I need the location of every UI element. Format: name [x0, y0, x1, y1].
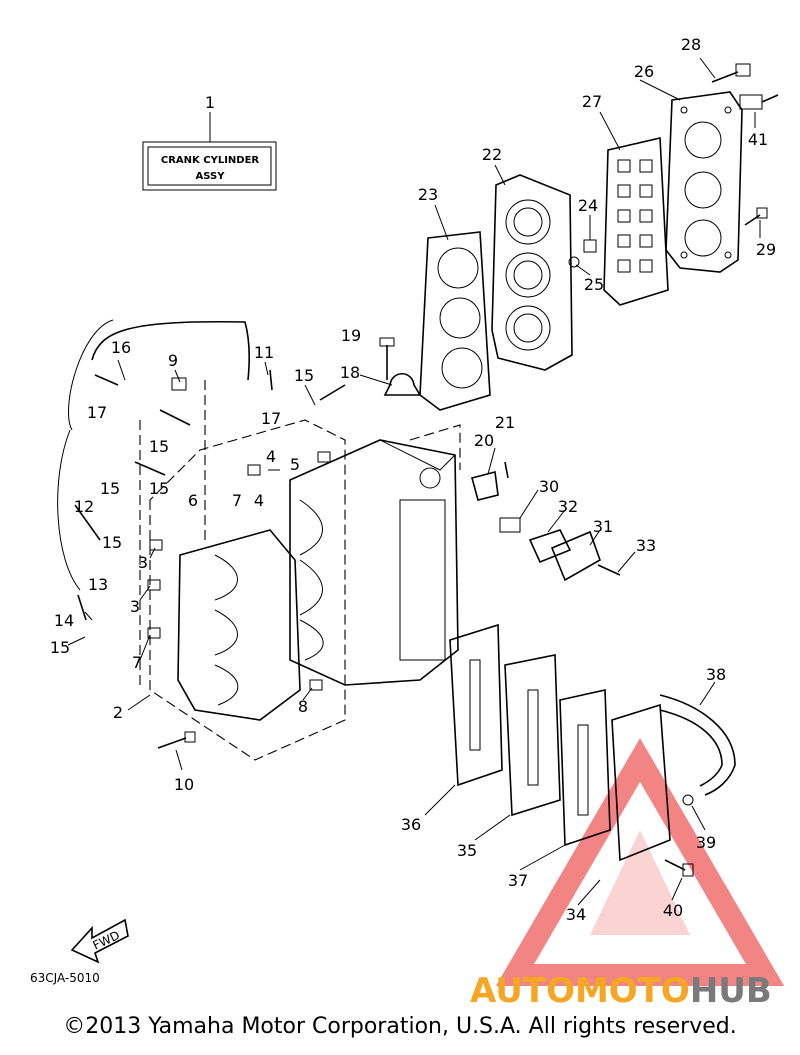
callout-30: 30: [539, 477, 559, 496]
callout-17b: 17: [261, 409, 281, 428]
fwd-arrow: FWD: [70, 918, 129, 964]
clamp-18: [379, 337, 422, 396]
callout-16: 16: [111, 338, 131, 357]
callout-4b: 4: [254, 491, 264, 510]
callout-15e: 15: [102, 533, 122, 552]
callout-21: 21: [495, 413, 515, 432]
box-label-line1: CRANK CYLINDER: [161, 155, 260, 166]
callout-3b: 3: [130, 597, 140, 616]
callout-14: 14: [54, 611, 74, 630]
callout-13: 13: [88, 575, 108, 594]
callout-39: 39: [696, 833, 716, 852]
svg-text:AUTOMOTOHUB: AUTOMOTOHUB: [470, 971, 772, 1011]
callout-10: 10: [174, 775, 194, 794]
bolt-29: [744, 207, 768, 226]
callout-35: 35: [457, 841, 477, 860]
callout-2: 2: [113, 703, 123, 722]
callout-38: 38: [706, 665, 726, 684]
callout-31: 31: [593, 517, 613, 536]
callout-12: 12: [74, 497, 94, 516]
callout-41: 41: [748, 130, 768, 149]
callout-28: 28: [681, 35, 701, 54]
logo-part1: AUTOMOTO: [470, 971, 690, 1011]
callout-15c: 15: [149, 479, 169, 498]
callout-6: 6: [188, 491, 198, 510]
callout-18: 18: [340, 363, 360, 382]
callout-36: 36: [401, 815, 421, 834]
callout-11: 11: [254, 343, 274, 362]
cover-gasket: [603, 137, 669, 306]
callout-26: 26: [634, 62, 654, 81]
cylinder-block: [289, 439, 459, 686]
callout-8: 8: [298, 697, 308, 716]
cylinder-head: [491, 174, 573, 371]
callout-20: 20: [474, 431, 494, 450]
crankcase: [177, 529, 301, 721]
callout-5: 5: [290, 455, 300, 474]
callout-27: 27: [582, 92, 602, 111]
callout-19: 19: [341, 326, 361, 345]
cylinder-head-cover: [665, 91, 743, 273]
callout-22: 22: [482, 145, 502, 164]
callout-32: 32: [558, 497, 578, 516]
callout-40: 40: [663, 901, 683, 920]
bolt-28: [711, 63, 751, 83]
callout-33: 33: [636, 536, 656, 555]
callout-29: 29: [756, 240, 776, 259]
callout-numbers: 1 2 3 3 4 4 5 6 7 7 8 9 10 11 12 13 14 1…: [50, 35, 776, 924]
plug-24-25: [568, 239, 597, 268]
callout-24: 24: [578, 196, 598, 215]
callout-15f: 15: [50, 638, 70, 657]
exhaust-plates: [449, 623, 671, 862]
callout-7b: 7: [132, 653, 142, 672]
callout-15b: 15: [149, 437, 169, 456]
automotohub-logo: AUTOMOTOHUB: [470, 971, 772, 1011]
callout-23: 23: [418, 185, 438, 204]
callout-15a: 15: [294, 366, 314, 385]
callout-1: 1: [205, 93, 215, 112]
head-gasket: [419, 231, 491, 411]
crank-cylinder-assy-box: CRANK CYLINDER ASSY: [142, 112, 277, 191]
hose-38: [659, 694, 736, 806]
logo-part2: HUB: [690, 971, 772, 1011]
callout-15d: 15: [100, 479, 120, 498]
fittings: [147, 377, 331, 749]
drawing-code: 63CJA-5010: [30, 971, 100, 985]
callout-37: 37: [508, 871, 528, 890]
callout-17a: 17: [87, 403, 107, 422]
bolt-40: [664, 859, 694, 877]
hoses: [57, 319, 346, 621]
leader-lines: [67, 57, 761, 906]
watermark-logo-triangle: [495, 738, 785, 986]
copyright-text: ©2013 Yamaha Motor Corporation, U.S.A. A…: [63, 1014, 737, 1039]
callout-7a: 7: [232, 491, 242, 510]
callout-34: 34: [566, 905, 586, 924]
box-label-line2: ASSY: [196, 171, 226, 182]
callout-25: 25: [584, 275, 604, 294]
assembly-outline: [149, 419, 346, 761]
sensor-41: [739, 94, 779, 110]
fwd-label: FWD: [91, 928, 122, 953]
callout-3a: 3: [138, 553, 148, 572]
callout-9: 9: [168, 351, 178, 370]
callout-4a: 4: [266, 447, 276, 466]
thermostat-group: [471, 461, 621, 582]
